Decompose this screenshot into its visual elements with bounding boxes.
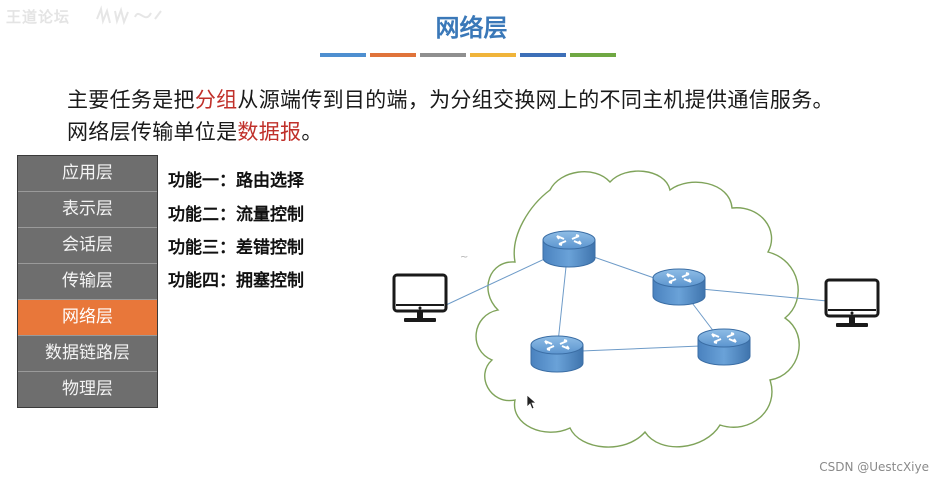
osi-layer-item: 数据链路层 [18,336,157,372]
highlight-term: 数据报 [237,120,302,144]
description-text: 从源端传到目的端，为分组交换网上的不同主机提供通信服务。 [237,88,834,112]
description-text: 主要任务是把 [67,88,195,112]
router-1 [542,230,596,268]
title-color-bar [470,53,516,57]
osi-layer-stack: 应用层表示层会话层传输层网络层数据链路层物理层 [17,155,158,408]
title-color-bar [320,53,366,57]
function-item: 功能二：流量控制 [168,205,304,225]
cloud-icon [475,170,800,448]
function-item: 功能四：拥塞控制 [168,271,304,291]
mouse-cursor-icon [526,394,538,410]
title-color-bar [370,53,416,57]
title-color-bar [520,53,566,57]
osi-layer-item: 物理层 [18,372,157,407]
host-right [824,278,880,329]
description-line-1: 主要任务是把分组从源端传到目的端，为分组交换网上的不同主机提供通信服务。 [67,84,834,114]
host-left [392,273,448,324]
title-color-bar [570,53,616,57]
osi-layer-item: 会话层 [18,228,157,264]
svg-text:~: ~ [460,252,468,263]
function-item: 功能三：差错控制 [168,238,304,258]
watermark: CSDN @UestcXiye [819,460,929,474]
function-item: 功能一：路由选择 [168,171,304,191]
highlight-term: 分组 [194,88,238,112]
logo-scribble-icon [96,5,162,26]
router-3 [530,335,584,373]
description-line-2: 网络层传输单位是数据报。 [67,116,323,146]
router-2 [652,268,706,306]
osi-layer-item: 应用层 [18,156,157,192]
network-diagram: ~ [392,170,880,448]
description-text: 网络层传输单位是 [67,120,238,144]
brand-logo: 王道论坛 [6,8,71,26]
page-title: 网络层 [435,14,508,42]
osi-layer-item: 网络层 [18,300,157,336]
title-color-bar [420,53,466,57]
description-text: 。 [301,120,323,144]
router-4 [697,328,751,366]
osi-layer-item: 传输层 [18,264,157,300]
osi-layer-item: 表示层 [18,192,157,228]
